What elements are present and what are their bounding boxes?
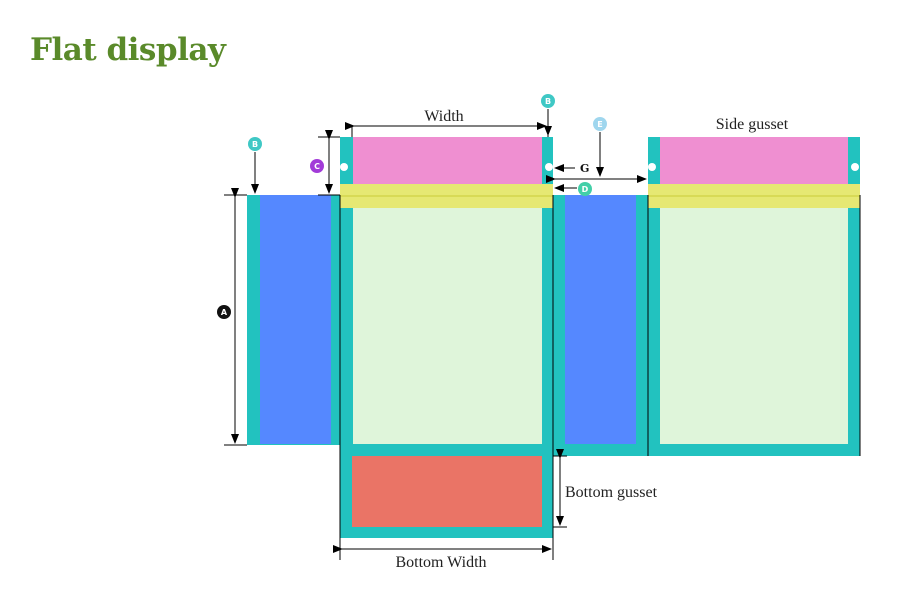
side-gusset-label: Side gusset: [716, 116, 789, 133]
badge-b-left-circle: [248, 137, 262, 151]
badge-e-circle: [593, 117, 607, 131]
bottom-gusset-panel: [352, 456, 542, 527]
left-side-gusset: [247, 195, 340, 445]
back-hang-hole-left: [648, 163, 656, 171]
badge-a: A: [217, 305, 231, 319]
badge-b-front: B: [541, 94, 555, 108]
front-panel-group: [340, 137, 553, 456]
front-hang-hole-left: [340, 163, 348, 171]
svg-text:E: E: [597, 120, 602, 129]
front-panel-body: [353, 208, 542, 444]
badge-c: C: [310, 159, 324, 173]
svg-text:B: B: [252, 140, 258, 149]
bottom-gusset-dimension: [553, 449, 567, 528]
svg-text:D: D: [582, 185, 589, 194]
bottom-gusset: [340, 456, 553, 538]
back-top-flap: [660, 137, 848, 184]
right-side-gusset: [553, 195, 648, 456]
badge-e: E: [593, 117, 607, 131]
back-hang-hole-right: [851, 163, 859, 171]
page-title: Flat display: [30, 32, 226, 68]
svg-text:B: B: [545, 97, 551, 106]
a-dimension: [224, 188, 247, 446]
badge-a-circle: [217, 305, 231, 319]
left-b-arrow: [251, 152, 340, 196]
width-dimension: [345, 122, 549, 137]
front-hang-hole-right: [545, 163, 553, 171]
badge-d-circle: [578, 182, 592, 196]
bottom-gusset-label: Bottom gusset: [565, 484, 658, 501]
width-label: Width: [424, 108, 463, 125]
badge-b-front-circle: [541, 94, 555, 108]
right-gusset-panel: [565, 195, 636, 444]
badge-c-circle: [310, 159, 324, 173]
svg-text:A: A: [221, 308, 228, 317]
badge-b-left: B: [248, 137, 262, 151]
back-panel-group: [648, 137, 860, 456]
left-gusset-panel: [260, 195, 331, 444]
front-top-flap: [353, 137, 542, 184]
bottom-width-label: Bottom Width: [395, 554, 486, 571]
c-dimension: [318, 130, 340, 194]
badge-d: D: [578, 182, 592, 196]
back-panel-body: [660, 208, 848, 444]
marker-g: G: [580, 162, 589, 175]
svg-text:C: C: [314, 162, 320, 171]
fold-lines: [339, 195, 861, 560]
